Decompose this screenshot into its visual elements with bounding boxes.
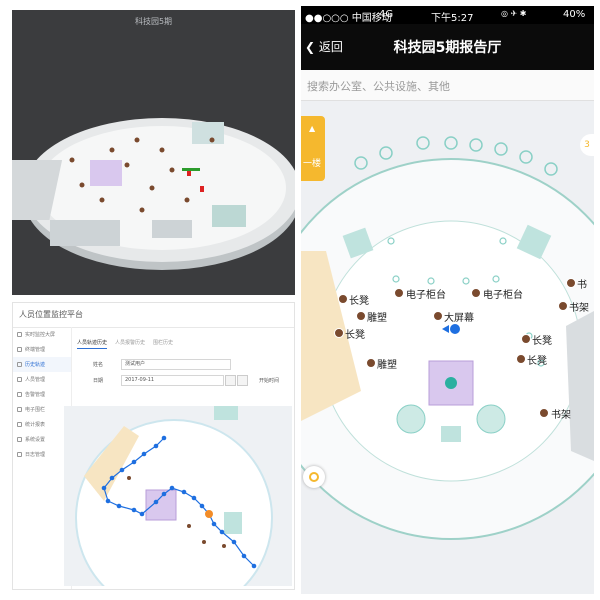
tab-alarm-history[interactable]: 人员报警历史 [115, 340, 146, 346]
poi-counter[interactable]: 电子柜台 [483, 290, 523, 301]
tab-track-history[interactable]: 人员轨迹历史 [77, 339, 108, 349]
sidebar-item-settings[interactable]: 系统设置 [13, 432, 71, 447]
search-placeholder: 搜索办公室、公共设施、其他 [307, 80, 450, 93]
indoor-map[interactable] [301, 101, 594, 594]
poi-counter[interactable]: 电子柜台 [406, 290, 446, 301]
poi-labels: 长凳 电子柜台 电子柜台 书 雕塑 大屏幕 书架 长凳 长凳 长凳 雕塑 书架 [301, 101, 594, 594]
floor-label: 一楼 [303, 159, 322, 169]
alarm-icon [17, 392, 22, 397]
log-icon [17, 452, 22, 457]
app-title: 人员位置监控平台 [19, 310, 83, 319]
poi-big-screen[interactable]: 大屏幕 [444, 313, 474, 324]
3d-model-view: 科技园5期 [12, 10, 295, 295]
grid-button[interactable] [237, 375, 248, 386]
terminal-icon [17, 347, 22, 352]
poi-bookshelf[interactable]: 书架 [569, 303, 589, 314]
mobile-app: ●●○○○ 中国移动 4G 下午5:27 ◎ ✈ ✱ 40% ❮ 返回 科技园5… [301, 6, 594, 594]
sidebar-item-report[interactable]: 统计报表 [13, 417, 71, 432]
status-icons: ◎ ✈ ✱ [501, 9, 527, 18]
date-label: 日期 [93, 378, 104, 384]
track-map [64, 406, 292, 586]
page-title: 科技园5期报告厅 [393, 40, 502, 56]
gear-icon [17, 437, 22, 442]
poi-bench[interactable]: 长凳 [527, 356, 547, 367]
clock-text: 下午5:27 [431, 13, 474, 24]
sidebar-item-alarm[interactable]: 告警管理 [13, 387, 71, 402]
report-icon [17, 422, 22, 427]
poi-book[interactable]: 书 [577, 280, 587, 291]
sidebar-item-monitor[interactable]: 实时监控大屏 [13, 327, 71, 342]
history-tabs: 人员轨迹历史 人员报警历史 围栏历史 [77, 339, 173, 349]
tab-fence-history[interactable]: 围栏历史 [153, 340, 174, 346]
nav-bar: ❮ 返回 科技园5期报告厅 [301, 24, 594, 70]
locate-icon [309, 472, 319, 482]
poi-bookshelf[interactable]: 书架 [551, 410, 571, 421]
calendar-button[interactable] [225, 375, 236, 386]
poi-sculpture[interactable]: 雕塑 [377, 360, 397, 371]
start-time-label: 开始时间 [259, 378, 280, 384]
chevron-up-icon: ▲ [309, 124, 316, 133]
poi-bench[interactable]: 长凳 [345, 330, 365, 341]
carrier-text: ●●○○○ 中国移动 [305, 13, 392, 24]
chevron-left-icon: ❮ [305, 40, 316, 54]
sidebar-item-terminal[interactable]: 终端管理 [13, 342, 71, 357]
status-bar: ●●○○○ 中国移动 4G 下午5:27 ◎ ✈ ✱ 40% [301, 6, 594, 24]
locate-button[interactable] [303, 466, 325, 488]
network-text: 4G [379, 9, 394, 20]
monitor-icon [17, 332, 22, 337]
search-bar[interactable]: 搜索办公室、公共设施、其他 [301, 70, 594, 101]
sidebar-item-people[interactable]: 人员管理 [13, 372, 71, 387]
floor-selector[interactable]: ▲ 一楼 [301, 116, 325, 181]
name-label: 姓名 [93, 362, 104, 368]
back-button[interactable]: ❮ 返回 [305, 40, 343, 54]
poi-bench[interactable]: 长凳 [532, 336, 552, 347]
battery-text: 40% [563, 9, 586, 20]
name-input[interactable]: 测试用户 [121, 359, 231, 370]
history-icon [17, 362, 22, 367]
app-header: 人员位置监控平台 [13, 303, 294, 328]
model-title: 科技园5期 [134, 17, 173, 26]
sidebar-item-history[interactable]: 历史轨迹 [13, 357, 71, 372]
sidebar-item-logs[interactable]: 日志管理 [13, 447, 71, 462]
sidebar-item-fence[interactable]: 电子围栏 [13, 402, 71, 417]
user-icon [17, 377, 22, 382]
date-input[interactable]: 2017-09-11 [121, 375, 224, 386]
poi-bench[interactable]: 长凳 [349, 296, 369, 307]
fence-icon [17, 407, 22, 412]
poi-sculpture[interactable]: 雕塑 [367, 313, 387, 324]
compass-button[interactable]: 3 [580, 134, 594, 156]
3d-floor-model [12, 118, 295, 270]
